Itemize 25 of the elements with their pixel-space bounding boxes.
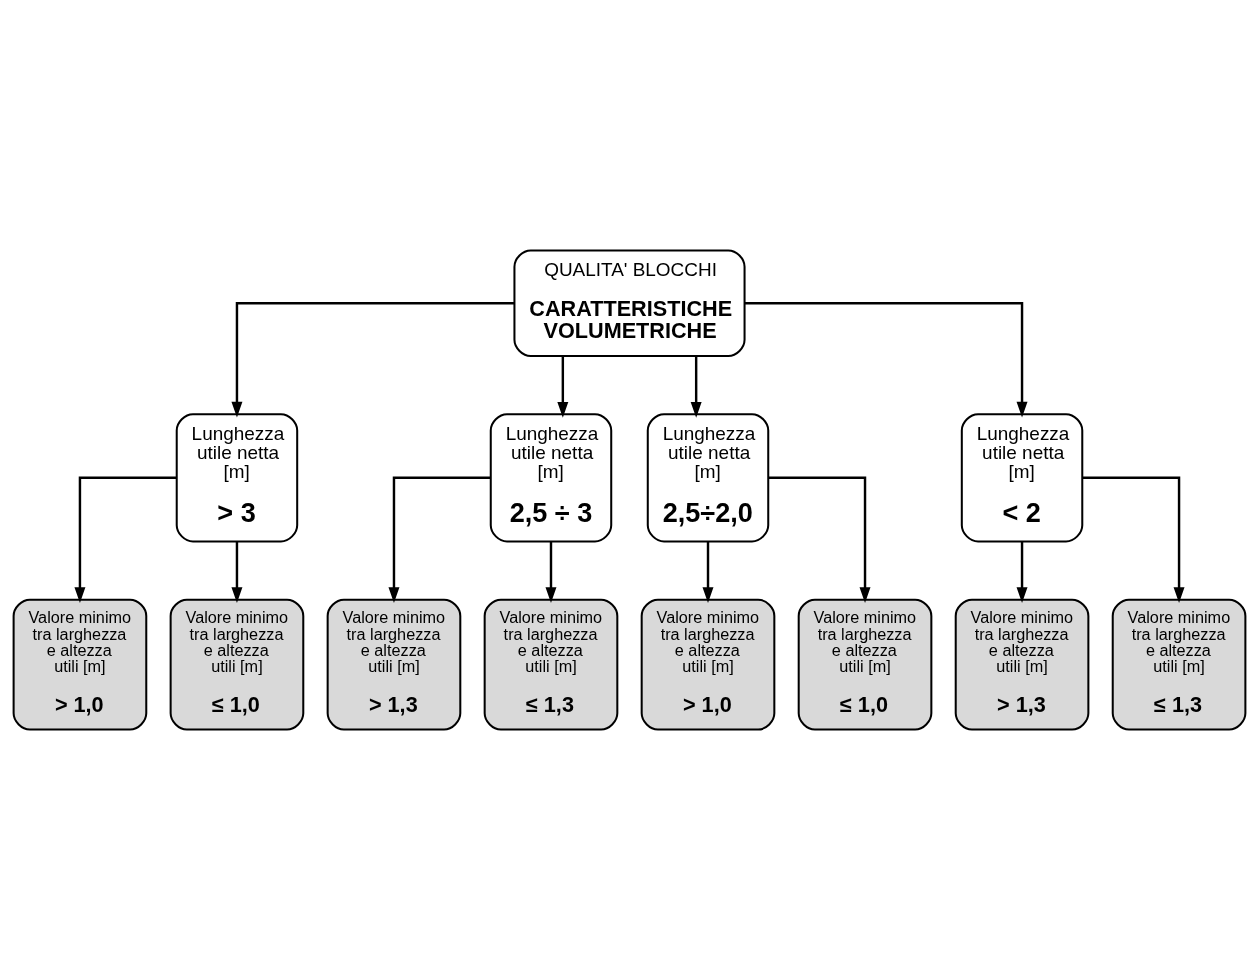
arrow (1016, 541, 1028, 603)
node-box: Valore minimo tra larghezza e altezza utili [m] ≤ 1,0 (797, 598, 933, 731)
node-box: Valore minimo tra larghezza e altezza utili [m] > 1,0 (12, 598, 148, 731)
arrow (231, 541, 243, 603)
node-box: Valore minimo tra larghezza e altezza utili [m] > 1,3 (954, 598, 1090, 731)
node-box: QUALITA' BLOCCHI CARATTERISTICHE VOLUMETRICHE (513, 248, 746, 357)
arrow (690, 355, 702, 418)
arrow (231, 301, 515, 417)
node-box: Valore minimo tra larghezza e altezza utili [m] > 1,3 (326, 598, 462, 731)
arrow (557, 355, 569, 418)
arrow (1082, 476, 1185, 603)
node-box: Lunghezza utile netta [m] < 2 (960, 412, 1084, 542)
arrow (768, 476, 871, 603)
node-box: Valore minimo tra larghezza e altezza utili [m] > 1,0 (640, 598, 776, 731)
node-box: Lunghezza utile netta [m] > 3 (175, 412, 299, 542)
arrow (388, 476, 491, 603)
arrow (74, 476, 177, 603)
arrow (744, 301, 1028, 417)
arrow (545, 541, 557, 603)
node-box: Valore minimo tra larghezza e altezza utili [m] ≤ 1,3 (483, 598, 619, 731)
node-box: Lunghezza utile netta [m] 2,5 ÷ 3 (489, 412, 613, 542)
arrow (702, 541, 714, 603)
node-box: Lunghezza utile netta [m] 2,5÷2,0 (646, 412, 770, 542)
node-box: Valore minimo tra larghezza e altezza utili [m] ≤ 1,3 (1111, 598, 1247, 731)
node-box: Valore minimo tra larghezza e altezza utili [m] ≤ 1,0 (169, 598, 305, 731)
